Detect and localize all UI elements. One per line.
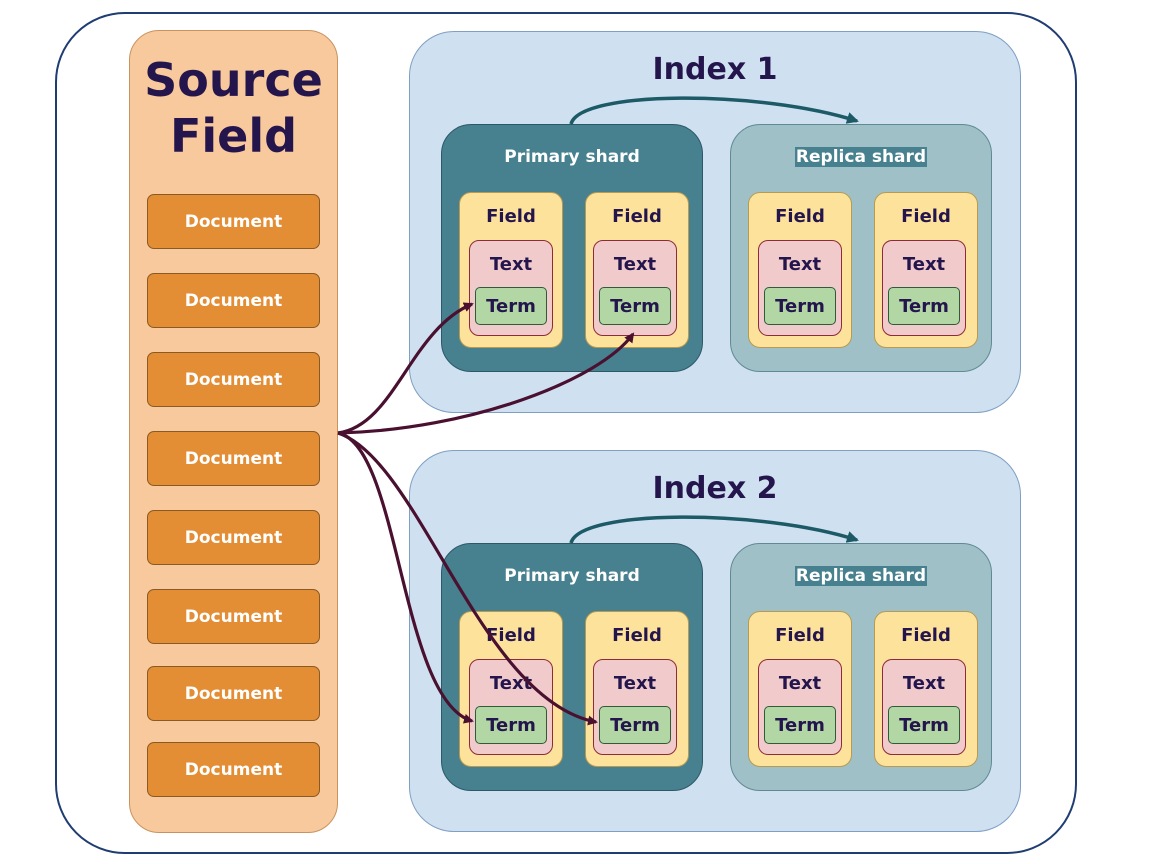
text-label: Text — [778, 254, 822, 275]
primary-shard-label: Primary shard — [504, 566, 640, 586]
flow-arrow — [337, 302, 474, 435]
field-label: Field — [775, 206, 825, 227]
text-label: Text — [613, 673, 657, 694]
document-box: Document — [147, 273, 320, 328]
field-label: Field — [901, 206, 951, 227]
index-1-title: Index 1 — [652, 52, 778, 87]
text-label: Text — [489, 254, 533, 275]
replica-shard-label: Replica shard — [794, 566, 928, 586]
text-label: Text — [902, 254, 946, 275]
replication-arrow — [569, 515, 859, 544]
source-field-title: Source Field — [144, 53, 323, 163]
field-label: Field — [486, 206, 536, 227]
document-box: Document — [147, 352, 320, 407]
text-label: Text — [902, 673, 946, 694]
index-2-title: Index 2 — [652, 471, 778, 506]
text-label: Text — [778, 673, 822, 694]
field-label: Field — [901, 625, 951, 646]
primary-shard-label: Primary shard — [504, 147, 640, 167]
field-label: Field — [612, 625, 662, 646]
field-label: Field — [612, 206, 662, 227]
document-box: Document — [147, 431, 320, 486]
term-box: Term — [475, 287, 547, 325]
term-box: Term — [764, 287, 836, 325]
text-label: Text — [489, 673, 533, 694]
field-label: Field — [486, 625, 536, 646]
term-box: Term — [599, 287, 671, 325]
term-box: Term — [599, 706, 671, 744]
replica-shard-label: Replica shard — [794, 147, 928, 167]
document-box: Document — [147, 742, 320, 797]
document-box: Document — [147, 194, 320, 249]
flow-arrow — [337, 431, 474, 724]
flow-arrow — [337, 431, 598, 726]
document-box: Document — [147, 666, 320, 721]
term-box: Term — [888, 706, 960, 744]
document-box: Document — [147, 510, 320, 565]
term-box: Term — [475, 706, 547, 744]
field-label: Field — [775, 625, 825, 646]
flow-arrow — [337, 332, 635, 435]
term-box: Term — [888, 287, 960, 325]
text-label: Text — [613, 254, 657, 275]
document-box: Document — [147, 589, 320, 644]
replication-arrow — [569, 96, 859, 125]
term-box: Term — [764, 706, 836, 744]
